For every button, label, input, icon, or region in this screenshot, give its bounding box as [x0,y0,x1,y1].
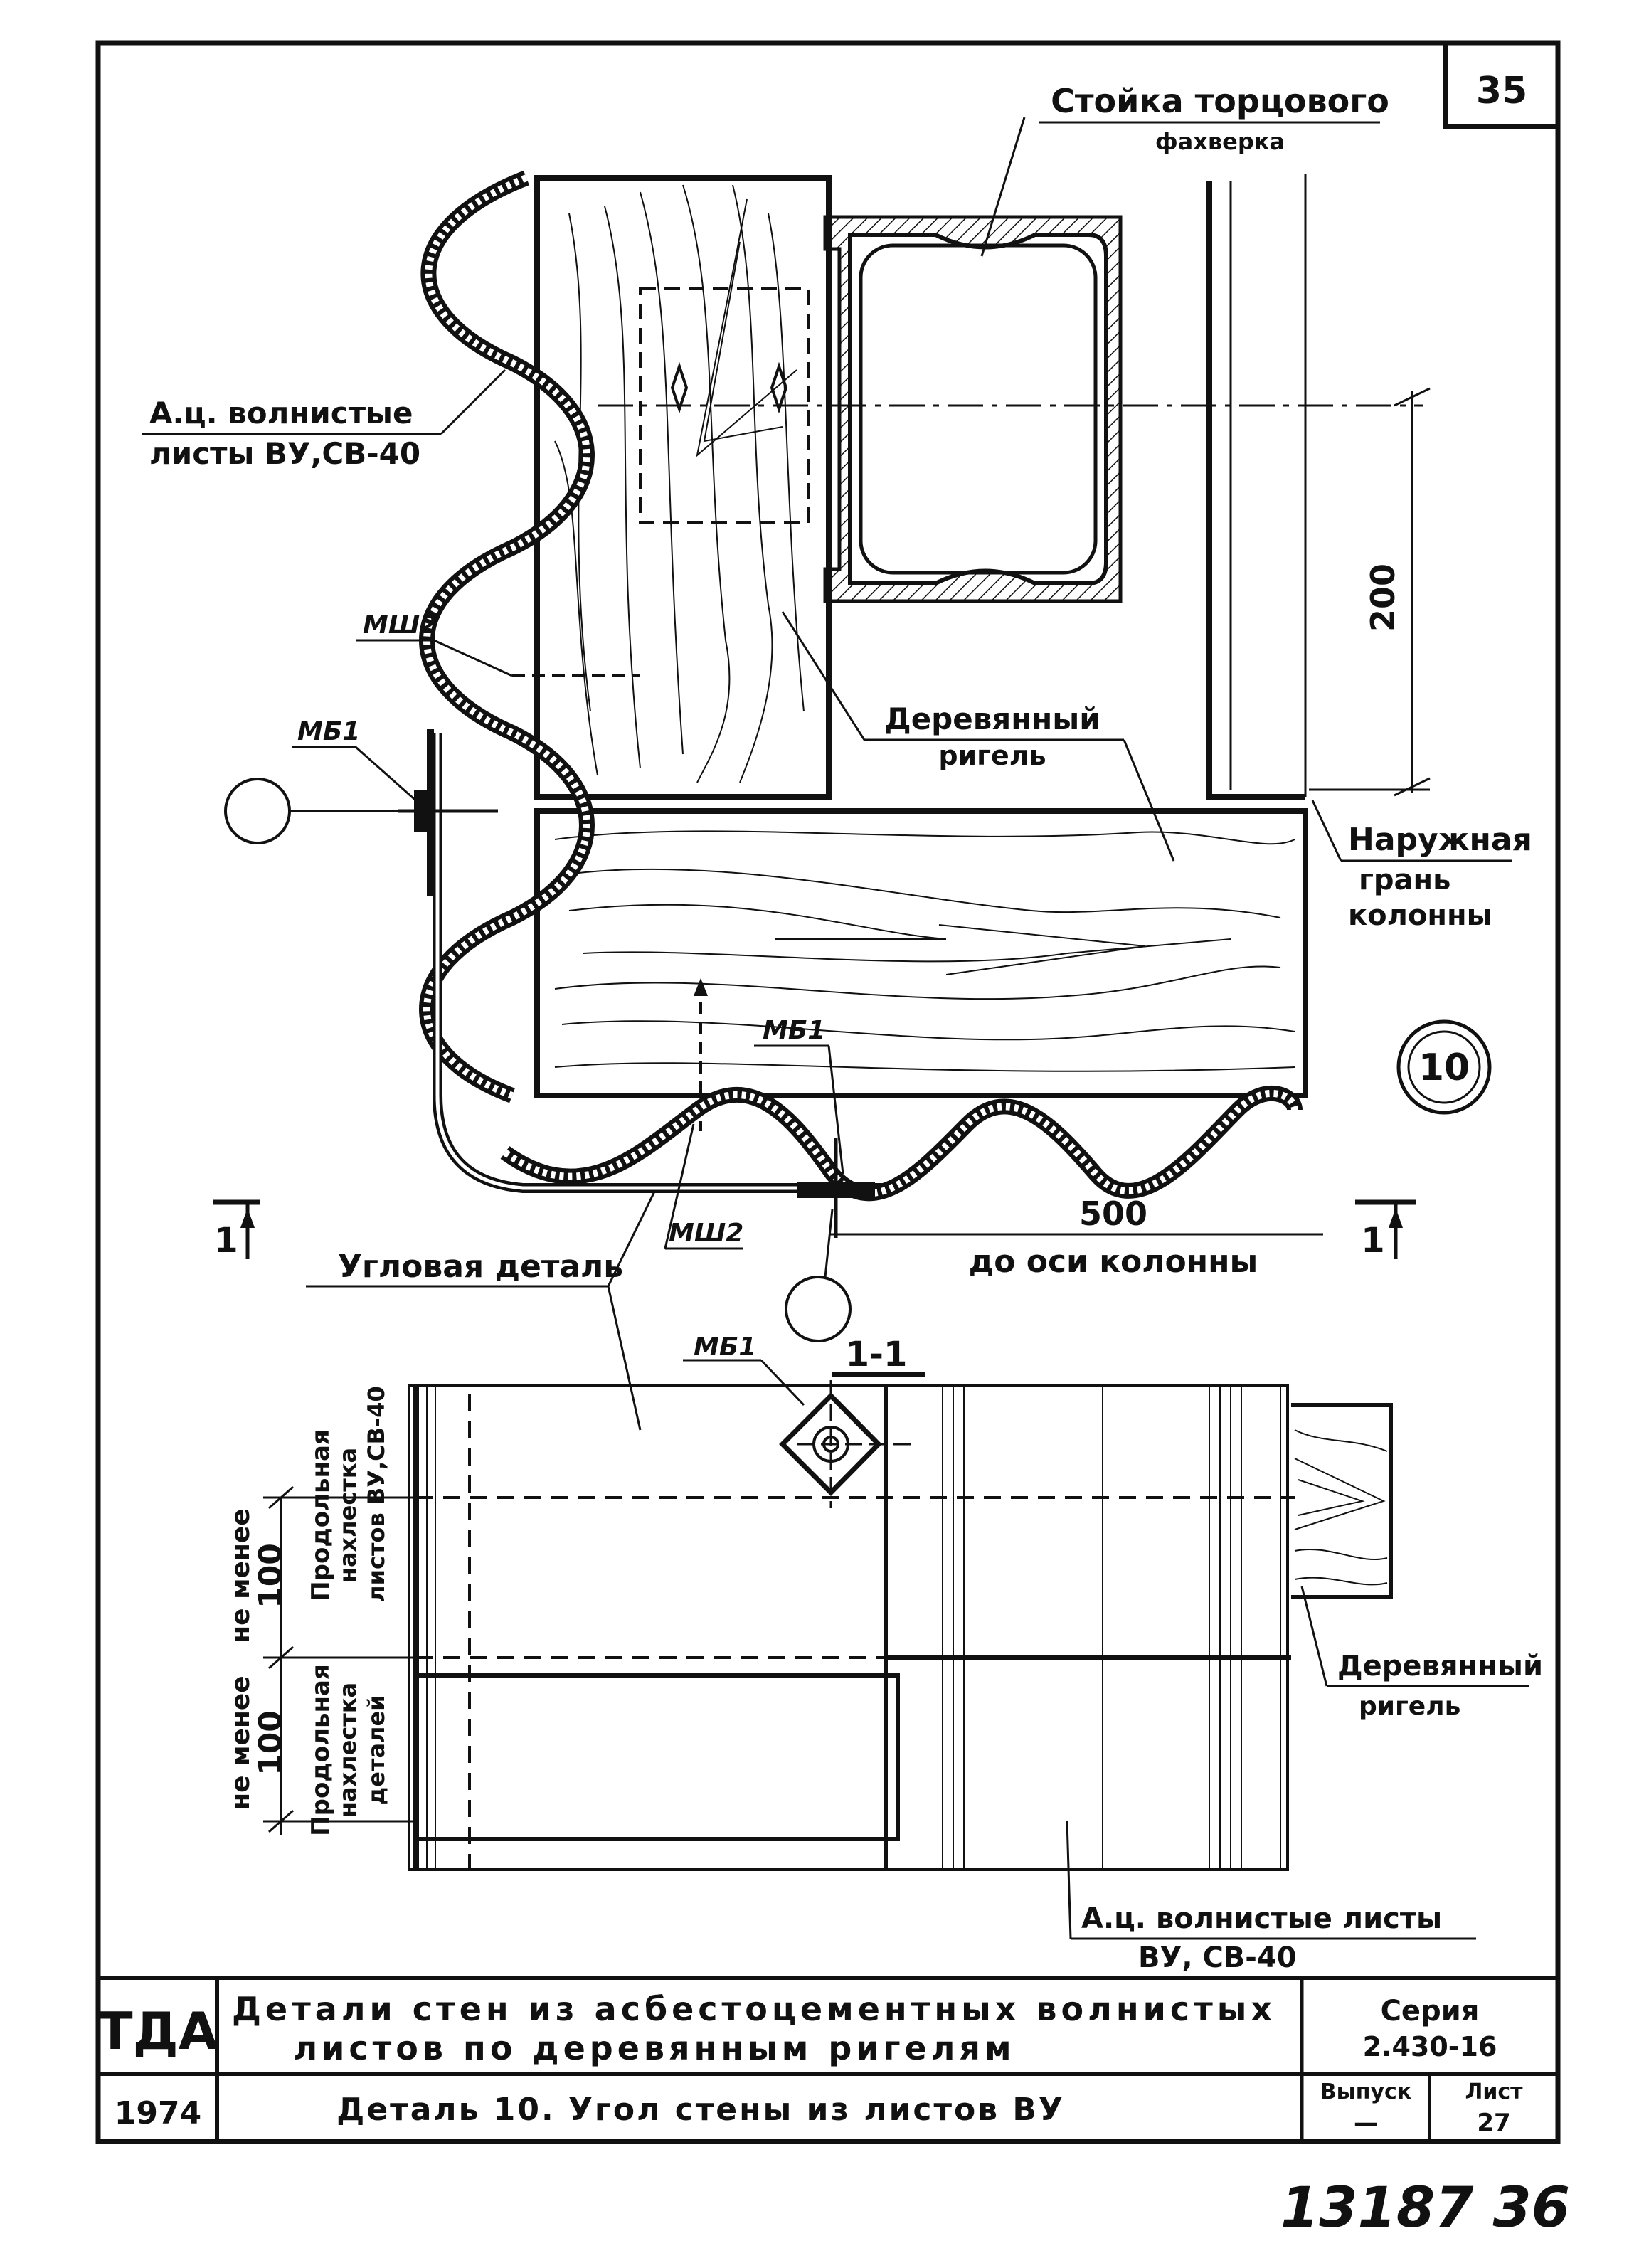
issue-value: — [1354,2109,1378,2137]
steel-post-section [823,215,1123,603]
rigel-label-top-2: ригель [938,740,1046,771]
axis-circle-left [224,778,291,844]
corrugated-sheet-horizontal [500,1085,1303,1202]
dim-500-label: 500 [1079,1194,1147,1233]
section-mark-right-label: 1 [1361,1221,1384,1261]
section-mark-right [1355,1199,1416,1259]
section-mark-left [213,1199,260,1259]
post-label-1: Стойка торцового [1051,82,1389,120]
dimension-200 [1309,387,1431,797]
rigel-label-bottom-1: Деревянный [1337,1650,1543,1683]
dim-100-label-2: 100 [253,1710,289,1776]
sheets-top-label-1: А.ц. волнистые [149,396,413,430]
lap-details-label-3: деталей [363,1695,390,1805]
msh2-label-top: МШ2 [363,610,437,640]
section-mark-left-label: 1 [214,1221,238,1261]
msh2-label-bottom: МШ2 [669,1219,743,1248]
sheets-bottom-label-1: А.ц. волнистые листы [1081,1902,1442,1935]
year-label: 1974 [115,2095,201,2131]
mb1-label-section: МБ1 [694,1332,756,1362]
title-line-2: листов по деревянным ригелям [293,2029,1015,2067]
wooden-rigel-horizontal [534,808,1308,1131]
lap-sheets-label-2: нахлестка [334,1448,361,1583]
section-sheet-outline [408,1384,1295,1871]
mb1-label-bottom: МБ1 [763,1016,825,1045]
sheet-value: 27 [1477,2109,1510,2137]
not-less-label-2: не менее [226,1675,255,1810]
corner-number-box [1443,41,1560,129]
lap-sheets-label-1: Продольная [307,1429,335,1601]
axis-circle-bottom [785,1276,852,1342]
to-axis-label: до оси колонны [969,1244,1258,1280]
org-label: ТДА [98,2001,218,2061]
corner-piece-label: Угловая деталь [338,1249,623,1285]
rigel-label-top-1: Деревянный [884,701,1100,736]
detail-circle-inner [1407,1030,1481,1104]
outer-face-label-2: грань [1359,864,1450,896]
column-outer-face [1206,181,1305,800]
mb1-label-left: МБ1 [297,717,360,746]
wooden-rigel-vertical [534,175,832,800]
rigel-label-bottom-2: ригель [1359,1692,1460,1721]
fastener-mb1-left [398,729,498,896]
sheet-frame [95,40,1561,2144]
section-rigel-end [1291,1403,1393,1599]
lap-details-label-1: Продольная [307,1664,335,1836]
not-less-label-1: не менее [226,1508,255,1643]
series-value: 2.430-16 [1363,2031,1497,2062]
corner-piece [433,733,896,1193]
outer-face-label-1: Наружная [1348,822,1532,858]
sheet-label: Лист [1465,2079,1523,2104]
issue-label: Выпуск [1320,2079,1411,2104]
section-dimensions [263,1485,416,1835]
section-title: 1-1 [846,1335,908,1374]
section-washer [779,1380,918,1508]
subtitle: Деталь 10. Угол стены из листов ВУ [336,2092,1065,2128]
sheets-top-label-2: листы ВУ,СВ-40 [149,436,420,471]
dim-200-label: 200 [1364,563,1402,632]
fastener-mb1-bottom [797,1138,875,1238]
lap-details-label-2: нахлестка [334,1683,361,1818]
series-label: Серия [1381,1995,1480,2028]
post-label-2: фахверка [1155,128,1285,155]
lap-sheets-label-3: листов ВУ,СВ-40 [363,1386,390,1602]
title-block [98,1976,1558,2141]
sheets-bottom-label-2: ВУ, СВ-40 [1138,1941,1297,1974]
handwritten-number: 13187 36 [1280,2176,1570,2240]
detail-circle-outer [1396,1019,1492,1115]
detail-number: 10 [1418,1046,1470,1089]
outer-face-label-3: колонны [1348,899,1492,932]
dim-100-label-1: 100 [253,1543,289,1609]
title-line-1: Детали стен из асбестоцементных волнисты… [232,1990,1276,2028]
corner-number: 35 [1476,70,1527,112]
